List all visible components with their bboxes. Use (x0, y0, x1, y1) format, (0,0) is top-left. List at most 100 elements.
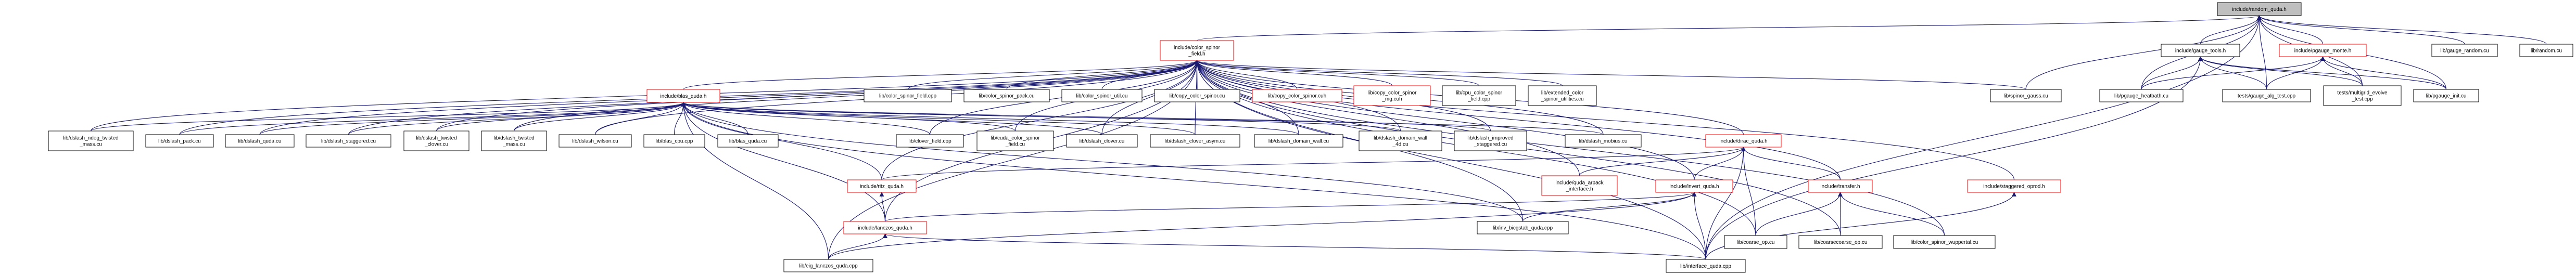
node-box[interactable] (2431, 44, 2498, 57)
node-invert-quda-h[interactable]: include/invert_quda.h (1655, 179, 1733, 193)
node-box[interactable] (1655, 179, 1733, 193)
node-random-quda-h[interactable]: include/random_quda.h (2217, 2, 2302, 16)
node-box[interactable] (1666, 259, 1746, 273)
node-color-spinor-field-h[interactable]: include/color_spinor_field.h (1160, 40, 1234, 61)
node-dslash-clover-cu[interactable]: lib/dslash_clover.cu (1066, 134, 1138, 148)
node-box[interactable] (896, 134, 964, 148)
node-box[interactable] (403, 130, 469, 151)
node-blas-cpu-cpp[interactable]: lib/blas_cpu.cpp (643, 134, 705, 148)
node-box[interactable] (559, 134, 632, 148)
node-gauge-tools-h[interactable]: include/gauge_tools.h (2161, 44, 2240, 57)
node-dslash-wilson-cu[interactable]: lib/dslash_wilson.cu (559, 134, 632, 148)
node-gauge-alg-test-cpp[interactable]: tests/gauge_alg_test.cpp (2222, 89, 2311, 102)
node-dslash-domain-wall-cu[interactable]: lib/dslash_domain_wall.cu (1254, 134, 1343, 148)
node-dslash-improved-staggered-cu[interactable]: lib/dslash_improved_staggered.cu (1454, 130, 1527, 151)
node-ritz-quda-h[interactable]: include/ritz_quda.h (847, 179, 917, 193)
node-box[interactable] (963, 89, 1050, 102)
node-box[interactable] (1798, 235, 1883, 249)
node-box[interactable] (1150, 134, 1240, 148)
node-spinor-gauss-cu[interactable]: lib/spinor_gauss.cu (1990, 89, 2062, 102)
node-box[interactable] (1353, 85, 1431, 106)
node-transfer-h[interactable]: include/transfer.h (1808, 179, 1873, 193)
node-box[interactable] (1724, 235, 1787, 249)
node-dslash-staggered-cu[interactable]: lib/dslash_staggered.cu (306, 134, 391, 148)
node-dirac-quda-h[interactable]: include/dirac_quda.h (1705, 134, 1782, 148)
node-box[interactable] (2519, 44, 2573, 57)
node-box[interactable] (1893, 235, 1996, 249)
node-color-spinor-wuppertal-cu[interactable]: lib/color_spinor_wuppertal.cu (1893, 235, 1996, 249)
node-box[interactable] (1541, 175, 1618, 196)
node-box[interactable] (1967, 179, 2061, 193)
node-box[interactable] (2161, 44, 2240, 57)
node-box[interactable] (1442, 85, 1516, 106)
node-box[interactable] (145, 134, 214, 148)
node-box[interactable] (225, 134, 295, 148)
node-box[interactable] (976, 130, 1054, 151)
node-box[interactable] (1252, 89, 1342, 102)
node-clover-field-cpp[interactable]: lib/clover_field.cpp (896, 134, 964, 148)
node-box[interactable] (1990, 89, 2062, 102)
node-box[interactable] (1565, 134, 1642, 148)
node-multigrid-evolve-test-cpp[interactable]: tests/multigrid_evolve_test.cpp (2323, 85, 2402, 106)
node-color-spinor-util-cu[interactable]: lib/color_spinor_util.cu (1061, 89, 1143, 102)
node-box[interactable] (1061, 89, 1143, 102)
node-box[interactable] (843, 221, 927, 234)
node-lanczos-quda-h[interactable]: include/lanczos_quda.h (843, 221, 927, 234)
node-box[interactable] (1808, 179, 1873, 193)
node-dslash-clover-asym-cu[interactable]: lib/dslash_clover_asym.cu (1150, 134, 1240, 148)
node-quda-arpack-interface-h[interactable]: include/quda_arpack_interface.h (1541, 175, 1618, 196)
node-copy-color-spinor-cuh[interactable]: lib/copy_color_spinor.cuh (1252, 89, 1342, 102)
node-coarse-op-cu[interactable]: lib/coarse_op.cu (1724, 235, 1787, 249)
node-blas-quda-cu[interactable]: lib/blas_quda.cu (717, 134, 779, 148)
node-copy-color-spinor-cu[interactable]: lib/copy_color_spinor.cu (1154, 89, 1240, 102)
node-box[interactable] (2413, 89, 2479, 102)
node-dslash-domain-wall-4d-cu[interactable]: lib/dslash_domain_wall_4d.cu (1359, 130, 1442, 151)
node-box[interactable] (1160, 40, 1234, 61)
node-box[interactable] (1705, 134, 1782, 148)
node-cpu-color-spinor-field-cpp[interactable]: lib/cpu_color_spinor_field.cpp (1442, 85, 1516, 106)
node-pgauge-monte-h[interactable]: include/pgauge_monte.h (2279, 44, 2367, 57)
node-cuda-color-spinor-field-cu[interactable]: lib/cuda_color_spinor_field.cu (976, 130, 1054, 151)
node-box[interactable] (783, 259, 873, 272)
node-box[interactable] (1454, 130, 1527, 151)
node-box[interactable] (2279, 44, 2367, 57)
node-box[interactable] (717, 134, 779, 148)
node-copy-color-spinor-mg-cuh[interactable]: lib/copy_color_spinor_mg.cuh (1353, 85, 1431, 106)
node-box[interactable] (1528, 85, 1597, 106)
node-box[interactable] (2099, 89, 2184, 102)
node-box[interactable] (847, 179, 917, 193)
node-dslash-pack-cu[interactable]: lib/dslash_pack.cu (145, 134, 214, 148)
node-box[interactable] (1066, 134, 1138, 148)
node-eig-lanczos-quda-cpp[interactable]: lib/eig_lanczos_quda.cpp (783, 259, 873, 272)
node-dslash-quda-cu[interactable]: lib/dslash_quda.cu (225, 134, 295, 148)
node-pgauge-heatbath-cu[interactable]: lib/pgauge_heatbath.cu (2099, 89, 2184, 102)
node-box[interactable] (2222, 89, 2311, 102)
node-dslash-ndeg-twisted-mass-cu[interactable]: lib/dslash_ndeg_twisted_mass.cu (48, 130, 134, 151)
node-dslash-twisted-mass-cu[interactable]: lib/dslash_twisted_mass.cu (481, 130, 547, 151)
node-interface-quda-cpp[interactable]: lib/interface_quda.cpp (1666, 259, 1746, 273)
node-color-spinor-pack-cu[interactable]: lib/color_spinor_pack.cu (963, 89, 1050, 102)
node-box[interactable] (2217, 2, 2302, 16)
node-box[interactable] (306, 134, 391, 148)
node-staggered-oprod-h[interactable]: include/staggered_oprod.h (1967, 179, 2061, 193)
node-random-cu[interactable]: lib/random.cu (2519, 44, 2573, 57)
node-color-spinor-field-cpp[interactable]: lib/color_spinor_field.cpp (864, 89, 952, 102)
node-box[interactable] (643, 134, 705, 148)
node-box[interactable] (1477, 221, 1569, 234)
node-gauge-random-cu[interactable]: lib/gauge_random.cu (2431, 44, 2498, 57)
node-coarsecoarse-op-cu[interactable]: lib/coarsecoarse_op.cu (1798, 235, 1883, 249)
node-box[interactable] (1254, 134, 1343, 148)
node-box[interactable] (1154, 89, 1240, 102)
node-box[interactable] (646, 89, 720, 103)
node-dslash-twisted-clover-cu[interactable]: lib/dslash_twisted_clover.cu (403, 130, 469, 151)
node-inv-bicgstab-quda-cpp[interactable]: lib/inv_bicgstab_quda.cpp (1477, 221, 1569, 234)
node-box[interactable] (2323, 85, 2402, 106)
node-box[interactable] (481, 130, 547, 151)
node-box[interactable] (864, 89, 952, 102)
node-dslash-mobius-cu[interactable]: lib/dslash_mobius.cu (1565, 134, 1642, 148)
node-box[interactable] (1359, 130, 1442, 151)
node-pgauge-init-cu[interactable]: lib/pgauge_init.cu (2413, 89, 2479, 102)
node-extended-color-spinor-utilities-cu[interactable]: lib/extended_color_spinor_utilities.cu (1528, 85, 1597, 106)
node-blas-quda-h[interactable]: include/blas_quda.h (646, 89, 720, 103)
node-box[interactable] (48, 130, 134, 151)
